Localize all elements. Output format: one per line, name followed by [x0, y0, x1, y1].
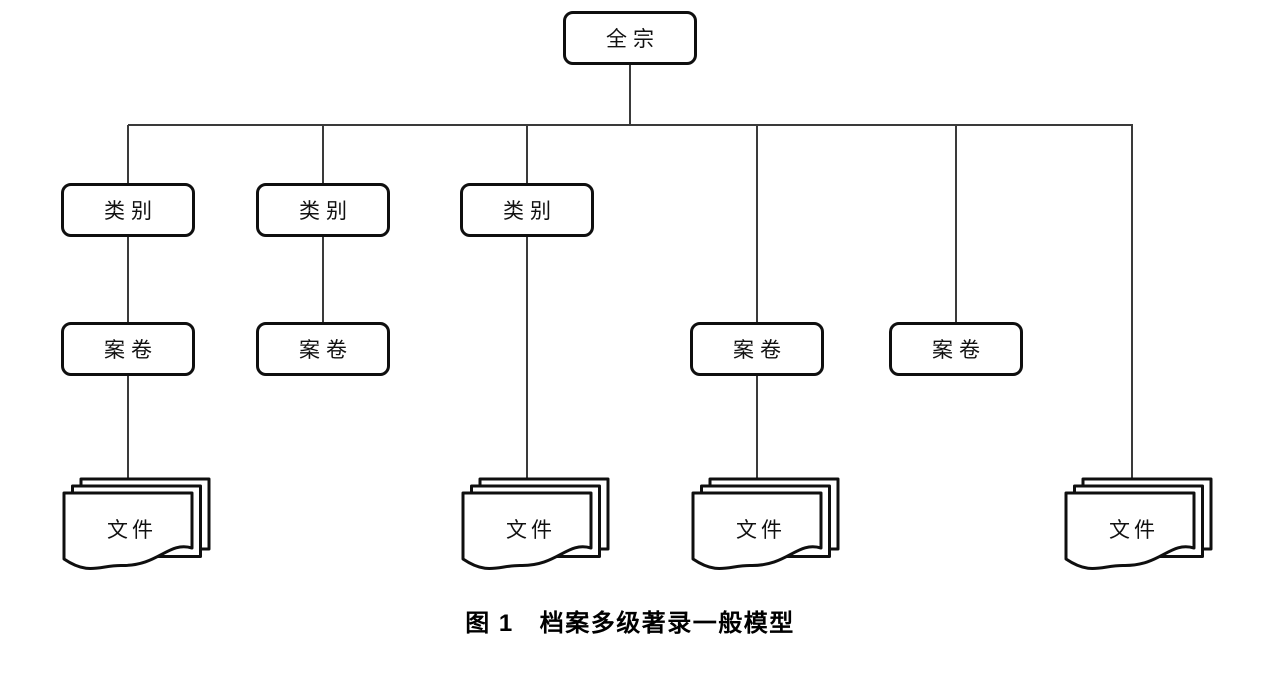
connector-col2-rail-to-class — [322, 125, 324, 184]
connector-col6-rail-to-item — [1131, 125, 1133, 481]
connector-col3-rail-to-class — [526, 125, 528, 184]
node-label: 案卷 — [299, 338, 353, 362]
multi-document-icon — [1064, 477, 1213, 571]
connector-col1-class-to-file — [127, 236, 129, 322]
node-label: 全宗 — [606, 27, 660, 51]
connector-col4-rail-to-file — [756, 125, 758, 322]
node-item-1: 文件 — [62, 477, 212, 577]
node-item-3: 文件 — [691, 477, 841, 577]
node-file-1: 案卷 — [61, 322, 195, 376]
node-label: 文件 — [107, 518, 157, 542]
node-label: 类别 — [503, 199, 557, 223]
connector-root-stub — [629, 63, 631, 125]
node-item-2: 文件 — [461, 477, 611, 577]
node-class-3: 类别 — [460, 183, 594, 237]
node-class-1: 类别 — [61, 183, 195, 237]
node-file-2: 案卷 — [256, 322, 390, 376]
node-item-4: 文件 — [1064, 477, 1214, 577]
node-label: 类别 — [104, 199, 158, 223]
connector-col1-file-to-item — [127, 374, 129, 481]
multi-document-icon — [461, 477, 610, 571]
node-file-3: 案卷 — [690, 322, 824, 376]
connector-col3-class-to-item — [526, 236, 528, 481]
node-label: 案卷 — [104, 338, 158, 362]
node-class-2: 类别 — [256, 183, 390, 237]
node-label: 文件 — [736, 518, 786, 542]
node-label: 类别 — [299, 199, 353, 223]
node-label: 案卷 — [733, 338, 787, 362]
multi-document-icon — [62, 477, 211, 571]
connector-col5-rail-to-file — [955, 125, 957, 322]
node-file-4: 案卷 — [889, 322, 1023, 376]
multi-document-icon — [691, 477, 840, 571]
figure-caption-label: 图 1 — [465, 610, 514, 637]
node-fonds: 全宗 — [563, 11, 697, 65]
connector-col4-file-to-item — [756, 374, 758, 481]
connector-col1-rail-to-class — [127, 125, 129, 184]
node-label: 案卷 — [932, 338, 986, 362]
figure-caption: 图 1 档案多级著录一般模型 — [0, 603, 1260, 638]
node-label: 文件 — [1109, 518, 1159, 542]
connector-horizontal-rail — [128, 124, 1133, 126]
node-label: 文件 — [506, 518, 556, 542]
connector-col2-class-to-file — [322, 236, 324, 322]
figure-caption-title: 档案多级著录一般模型 — [539, 610, 795, 637]
